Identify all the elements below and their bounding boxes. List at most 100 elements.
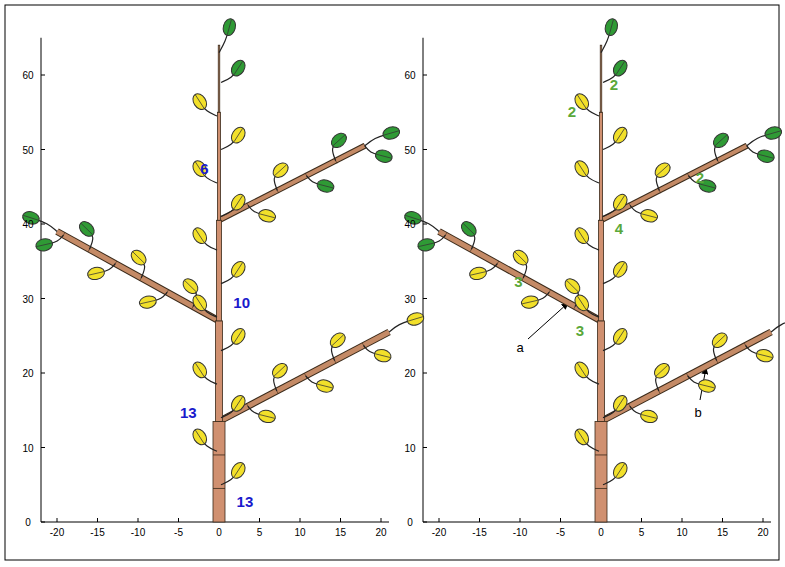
trunk-segment [218, 45, 220, 112]
branch-count: 3 [576, 321, 584, 338]
branch-count: 4 [615, 219, 623, 236]
old-leaf [138, 294, 157, 309]
young-leaf [459, 219, 480, 239]
old-leaf [611, 259, 630, 280]
young-leaf [35, 237, 54, 252]
tick-label: -5 [556, 527, 565, 538]
branch [601, 332, 771, 421]
trunk-segment [599, 220, 604, 321]
old-leaf [611, 460, 630, 481]
old-leaf [229, 393, 248, 414]
young-leaf [763, 125, 783, 141]
node-count: 13 [237, 493, 254, 510]
old-leaf [373, 348, 392, 364]
old-leaf [190, 91, 209, 112]
old-leaf [611, 192, 630, 213]
callout-letter: a [516, 339, 523, 354]
old-leaf [572, 292, 591, 313]
tick-label: -15 [90, 527, 104, 538]
tick-mark [138, 518, 139, 522]
branch-count: 2 [568, 102, 576, 119]
tick-label: 10 [676, 527, 687, 538]
old-leaf [190, 158, 209, 179]
branch-outline [57, 231, 219, 320]
tick-mark [41, 75, 45, 76]
tick-label: -15 [472, 527, 486, 538]
tick-label: 20 [757, 527, 768, 538]
plant [21, 17, 425, 522]
old-leaf [229, 192, 248, 213]
tick-mark [41, 522, 45, 523]
old-leaf [257, 409, 276, 425]
node-count: 6 [200, 160, 208, 177]
tick-mark [423, 149, 427, 150]
tick-label: 60 [404, 70, 415, 81]
trunk-segment [600, 45, 602, 112]
old-leaf [270, 160, 291, 180]
old-leaf [652, 361, 673, 381]
trunk-segment [598, 321, 605, 422]
branch [219, 332, 389, 421]
young-leaf [229, 58, 248, 79]
old-leaf [190, 359, 209, 380]
branch-outline [601, 146, 747, 221]
callout-letter: b [695, 404, 702, 419]
tick-mark [57, 518, 58, 522]
branch-outline [219, 146, 365, 221]
trunk-segment [218, 112, 221, 220]
old-leaf [406, 311, 426, 327]
tick-mark [560, 518, 561, 522]
old-leaf [572, 225, 591, 246]
petiole [771, 320, 785, 332]
tick-mark [479, 518, 480, 522]
young-leaf [603, 17, 619, 37]
tick-mark [41, 149, 45, 150]
young-leaf [711, 130, 732, 150]
branch-count: 2 [610, 75, 618, 92]
tick-mark [300, 518, 301, 522]
tick-label: 5 [639, 527, 645, 538]
tick-mark [423, 75, 427, 76]
old-leaf [128, 247, 149, 267]
young-leaf [329, 130, 350, 150]
young-leaf [77, 219, 98, 239]
tick-mark [423, 522, 427, 523]
old-leaf [229, 326, 248, 347]
old-leaf [639, 208, 658, 224]
tick-label: 50 [22, 144, 33, 155]
tick-label: 20 [404, 368, 415, 379]
tick-label: -20 [50, 527, 64, 538]
trunk-segment [600, 112, 603, 220]
axes [41, 38, 389, 522]
old-leaf [611, 326, 630, 347]
old-leaf [709, 330, 730, 350]
tick-mark [381, 518, 382, 522]
branch-outline [601, 332, 771, 421]
tick-label: 50 [404, 144, 415, 155]
node-count: 10 [233, 294, 250, 311]
tick-label: 10 [22, 442, 33, 453]
old-leaf [190, 426, 209, 447]
figure-frame [5, 5, 779, 560]
tick-label: 20 [375, 527, 386, 538]
young-leaf [221, 17, 237, 37]
old-leaf [257, 208, 276, 224]
young-leaf [417, 237, 436, 252]
branch-count: 3 [514, 273, 522, 290]
tick-mark [178, 518, 179, 522]
tick-mark [682, 518, 683, 522]
old-leaf [190, 292, 209, 313]
tick-label: 40 [22, 219, 33, 230]
trunk-segment [213, 421, 225, 522]
trunk-segment [217, 220, 222, 321]
tick-mark [439, 518, 440, 522]
tick-mark [259, 518, 260, 522]
tick-label: 15 [717, 527, 728, 538]
tick-mark [97, 518, 98, 522]
old-leaf [520, 294, 539, 309]
tick-label: -20 [432, 527, 446, 538]
old-leaf [652, 160, 673, 180]
young-leaf [611, 58, 630, 79]
branch [219, 146, 365, 221]
